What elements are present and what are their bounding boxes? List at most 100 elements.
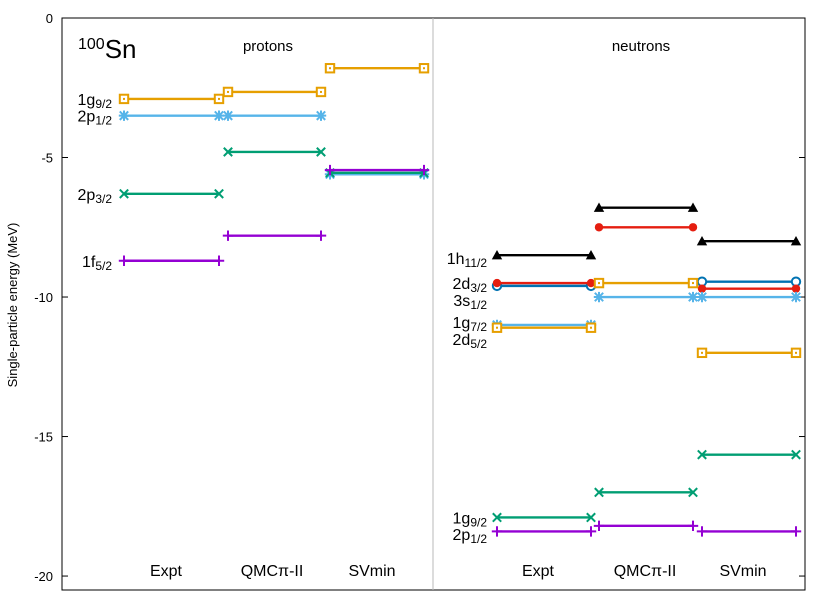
orbital-label-sub: 11/2 xyxy=(465,256,488,270)
column-label: SVmin xyxy=(719,563,766,580)
marker-triangle xyxy=(687,202,699,212)
marker-asterisk xyxy=(687,291,699,303)
marker-plus xyxy=(585,526,597,537)
marker-square xyxy=(790,347,802,359)
orbital-label: 2p1/2 xyxy=(78,109,113,128)
y-tick-label: -10 xyxy=(34,290,53,305)
orbital-label-base: 2p xyxy=(78,187,96,204)
marker-x xyxy=(697,449,707,460)
marker-plus xyxy=(213,255,225,266)
series-2d3/2-b xyxy=(492,223,801,293)
marker-plus xyxy=(222,230,234,241)
marker-triangle xyxy=(585,249,597,260)
series-1g9/2 xyxy=(492,449,801,523)
marker-plus xyxy=(687,520,699,532)
column-label: QMCπ-II xyxy=(614,563,677,580)
marker-plus xyxy=(315,230,327,241)
orbital-label: 2p3/2 xyxy=(78,187,113,206)
marker-x xyxy=(214,188,224,199)
marker-circle-filled xyxy=(688,223,698,232)
marker-triangle xyxy=(696,236,708,246)
marker-square xyxy=(324,63,336,74)
y-tick-label: -5 xyxy=(41,151,53,166)
orbital-label: 2d5/2 xyxy=(453,332,488,351)
orbital-label-sub: 1/2 xyxy=(470,532,487,546)
marker-square xyxy=(315,86,327,98)
marker-x xyxy=(586,512,596,523)
marker-plus xyxy=(696,526,708,537)
series-1f5/2 xyxy=(118,164,430,266)
orbital-label-base: 1g xyxy=(78,92,96,109)
orbital-label: 1h11/2 xyxy=(447,251,488,270)
orbital-label-base: 2p xyxy=(453,527,471,544)
marker-triangle xyxy=(593,202,605,212)
orbital-label-sub: 3/2 xyxy=(470,281,487,295)
marker-square xyxy=(593,277,605,289)
series-2p1/2 xyxy=(491,520,802,537)
marker-plus xyxy=(790,526,802,537)
nucleus-label: 100Sn xyxy=(78,34,137,64)
panel-neutrons xyxy=(491,202,802,537)
marker-asterisk xyxy=(213,110,225,121)
orbital-label-sub: 7/2 xyxy=(470,320,487,334)
marker-circle-filled xyxy=(492,278,502,288)
orbital-label: 1g9/2 xyxy=(453,510,488,529)
marker-x xyxy=(492,512,502,523)
orbital-label-sub: 3/2 xyxy=(95,192,112,206)
marker-triangle xyxy=(790,236,802,246)
marker-plus xyxy=(324,164,336,176)
marker-square xyxy=(222,86,234,98)
orbital-label: 2p1/2 xyxy=(453,527,488,546)
series-1h11/2 xyxy=(491,202,802,260)
orbital-label-base: 1g xyxy=(453,510,471,527)
column-label: Expt xyxy=(522,563,555,580)
orbital-label: 1g7/2 xyxy=(453,315,488,334)
orbital-label-base: 1f xyxy=(82,254,96,271)
orbital-label-sub: 1/2 xyxy=(95,114,112,128)
series-1g9/2 xyxy=(118,63,430,105)
marker-square xyxy=(213,93,225,105)
orbital-label-base: 2d xyxy=(453,332,471,349)
orbital-label-base: 2p xyxy=(78,109,96,126)
marker-square xyxy=(585,322,597,333)
orbital-label-base: 1h xyxy=(447,251,465,268)
series-3s1/2 xyxy=(491,291,802,331)
orbital-label: 1g9/2 xyxy=(78,92,113,111)
marker-x xyxy=(223,147,233,157)
marker-square xyxy=(418,63,430,74)
marker-asterisk xyxy=(118,110,130,121)
y-tick-label: -15 xyxy=(34,430,53,445)
orbital-label-sub: 1/2 xyxy=(470,298,487,312)
nucleus-symbol: Sn xyxy=(105,34,137,64)
marker-plus xyxy=(118,255,130,266)
orbital-label-sub: 9/2 xyxy=(470,515,487,529)
orbital-label: 3s1/2 xyxy=(453,293,487,312)
marker-square xyxy=(687,277,699,289)
marker-circle-filled xyxy=(697,284,707,293)
frame-layer xyxy=(61,17,806,591)
marker-asterisk xyxy=(593,291,605,303)
y-tick-label: 0 xyxy=(46,11,53,26)
marker-plus xyxy=(593,520,605,532)
marker-x xyxy=(119,188,129,199)
marker-asterisk xyxy=(790,291,802,303)
marker-asterisk xyxy=(696,291,708,303)
y-tick-label: -20 xyxy=(34,569,53,584)
marker-square xyxy=(118,93,130,105)
series-2d5/2 xyxy=(491,277,802,359)
column-label: QMCπ-II xyxy=(241,563,304,580)
orbital-label-sub: 5/2 xyxy=(95,259,112,273)
marker-x xyxy=(594,487,604,498)
marker-triangle xyxy=(491,249,503,260)
marker-x xyxy=(316,147,326,157)
marker-square xyxy=(696,347,708,359)
orbital-label-base: 2d xyxy=(453,276,471,293)
series-layer xyxy=(118,63,802,537)
orbital-label-sub: 5/2 xyxy=(470,337,487,351)
marker-asterisk xyxy=(222,110,234,121)
marker-square xyxy=(491,322,503,333)
marker-asterisk xyxy=(315,110,327,121)
orbital-label-base: 3s xyxy=(453,293,470,310)
